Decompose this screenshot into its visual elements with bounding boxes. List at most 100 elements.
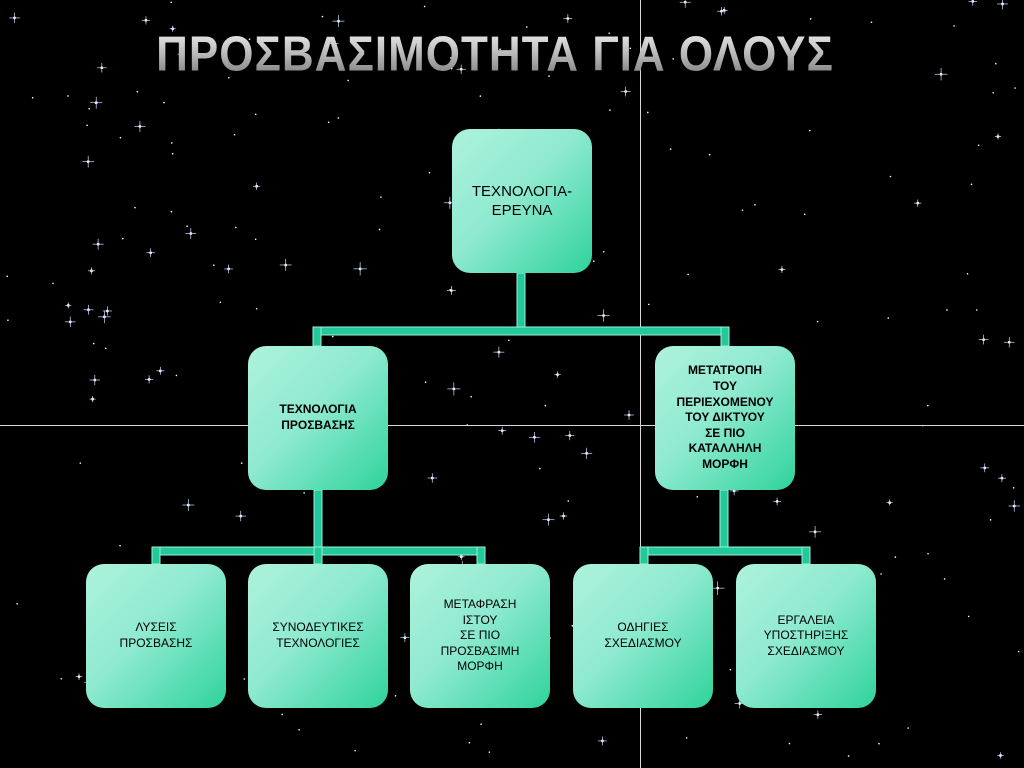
star-icon xyxy=(646,111,649,114)
star-icon xyxy=(992,91,994,94)
star-icon xyxy=(648,303,650,306)
star-icon xyxy=(996,0,1009,10)
star-icon xyxy=(7,319,9,321)
star-icon xyxy=(975,309,978,311)
star-icon xyxy=(809,18,812,20)
horizontal-guide-line xyxy=(0,425,1024,426)
star-icon xyxy=(967,615,970,618)
star-icon xyxy=(1017,650,1020,653)
star-icon xyxy=(708,153,711,156)
star-icon xyxy=(989,519,992,521)
star-icon xyxy=(175,374,178,377)
star-icon xyxy=(185,228,197,239)
star-icon xyxy=(303,492,305,494)
star-icon xyxy=(240,462,243,464)
star-icon xyxy=(847,755,850,757)
page-title: ΠΡΟΣΒΑΣΙΜΟΤΗΤΑ ΓΙΑ ΟΛΟΥΣ xyxy=(0,27,990,83)
star-icon xyxy=(347,79,349,82)
connector-guidelines-stem xyxy=(639,546,649,565)
star-icon xyxy=(581,447,593,459)
star-icon xyxy=(544,404,547,407)
star-icon xyxy=(224,264,233,274)
star-icon xyxy=(235,226,237,229)
star-icon xyxy=(1014,87,1016,89)
star-icon xyxy=(89,396,96,403)
star-icon xyxy=(539,467,541,470)
star-icon xyxy=(710,581,725,596)
star-icon xyxy=(717,6,726,16)
star-icon xyxy=(624,410,634,420)
star-icon xyxy=(170,210,173,213)
star-icon xyxy=(119,136,122,139)
star-icon xyxy=(427,473,438,483)
node-label: ΜΕΤΑΤΡΟΠΗ ΤΟΥ ΠΕΡΙΕΧΟΜΕΝΟΥ ΤΟΥ ΔΙΚΤΥΟΥ Σ… xyxy=(676,363,774,471)
star-icon xyxy=(170,142,173,144)
star-icon xyxy=(171,152,174,155)
star-icon xyxy=(886,499,893,506)
star-icon xyxy=(31,96,34,99)
star-icon xyxy=(163,101,165,104)
star-icon xyxy=(968,0,978,6)
connector-root-stem xyxy=(516,272,526,332)
star-icon xyxy=(332,15,345,28)
connector-solutions-stem xyxy=(151,546,161,565)
star-icon xyxy=(423,5,426,8)
star-icon xyxy=(134,120,146,132)
star-icon xyxy=(559,512,568,520)
star-icon xyxy=(480,723,482,725)
star-icon xyxy=(669,148,672,150)
star-icon xyxy=(447,382,461,396)
star-icon xyxy=(254,113,257,116)
star-icon xyxy=(529,431,540,443)
node-technology-research: ΤΕΧΝΟΛΟΓΙΑ- ΕΡΕΥΝΑ xyxy=(452,129,592,273)
star-icon xyxy=(354,749,356,752)
star-icon xyxy=(773,497,781,506)
star-icon xyxy=(548,75,550,77)
star-icon xyxy=(177,50,185,58)
star-icon xyxy=(927,404,929,407)
star-icon xyxy=(880,573,882,575)
star-icon xyxy=(946,309,948,311)
star-icon xyxy=(321,15,324,18)
star-icon xyxy=(887,317,890,319)
star-icon xyxy=(219,301,222,304)
star-icon xyxy=(394,694,397,697)
star-icon xyxy=(52,282,54,285)
star-icon xyxy=(778,266,786,274)
star-icon xyxy=(1008,500,1020,512)
connector-level2-right-bar xyxy=(639,546,811,556)
node-label: ΛΥΣΕΙΣ ΠΡΟΣΒΑΣΗΣ xyxy=(119,620,193,650)
star-icon xyxy=(104,347,107,350)
star-icon xyxy=(598,736,607,746)
star-icon xyxy=(563,14,573,23)
star-icon xyxy=(144,375,154,384)
star-icon xyxy=(608,32,611,34)
star-icon xyxy=(488,751,491,753)
star-icon xyxy=(82,155,95,168)
star-icon xyxy=(597,309,610,322)
star-icon xyxy=(298,728,300,731)
star-icon xyxy=(279,259,292,271)
star-icon xyxy=(907,727,909,729)
star-icon xyxy=(498,426,507,435)
star-icon xyxy=(571,625,574,627)
star-icon xyxy=(997,752,1004,759)
star-icon xyxy=(809,525,822,538)
star-icon xyxy=(446,286,456,295)
star-icon xyxy=(89,374,101,386)
star-icon xyxy=(620,86,631,97)
star-icon xyxy=(450,57,452,59)
star-icon xyxy=(83,304,94,315)
star-icon xyxy=(754,204,756,206)
star-icon xyxy=(479,95,482,97)
star-icon xyxy=(141,16,151,25)
star-icon xyxy=(146,248,155,258)
star-icon xyxy=(92,238,104,250)
star-icon xyxy=(685,737,688,739)
star-icon xyxy=(567,500,570,502)
star-icon xyxy=(60,677,63,680)
star-icon xyxy=(182,499,195,511)
star-icon xyxy=(6,275,8,278)
star-icon xyxy=(565,430,575,441)
